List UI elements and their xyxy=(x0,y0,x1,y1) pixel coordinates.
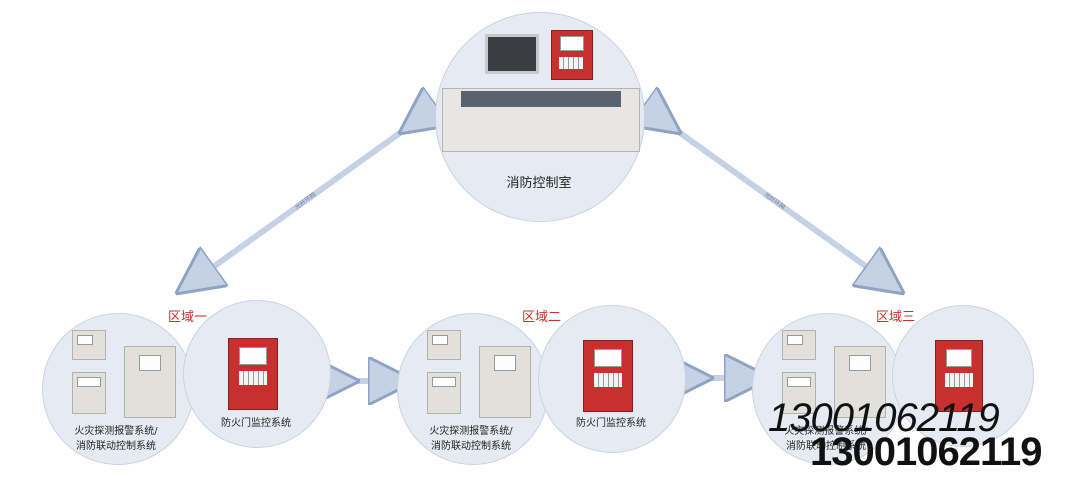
cabinet-image xyxy=(834,346,886,418)
door-monitor-panel-image xyxy=(583,340,633,412)
watermark-phone-bold: 13001062119 xyxy=(810,430,1042,474)
region-3-alarm-label: 火灾探测报警系统/消防联动控制系统 xyxy=(784,426,868,452)
alarm-panel-image xyxy=(72,330,106,360)
watermark-phone: 13001062119 xyxy=(768,396,1000,440)
control-room-label: 消防控制室 xyxy=(506,176,572,191)
door-monitor-panel-image xyxy=(228,338,278,410)
region-3-title: 区域三 xyxy=(876,310,916,325)
alarm-panel-image xyxy=(427,330,461,360)
region-1-door-label: 防火门监控系统 xyxy=(221,418,291,429)
linkage-panel-image xyxy=(72,372,106,414)
region-1-alarm-label: 火灾探测报警系统/消防联动控制系统 xyxy=(74,426,158,452)
region-1-title: 区域一 xyxy=(168,310,208,325)
linkage-panel-image xyxy=(782,372,816,414)
door-monitor-panel-image xyxy=(935,340,983,412)
control-panel-image xyxy=(551,30,593,80)
arrow-center-region1 xyxy=(195,120,418,280)
cabinet-image xyxy=(124,346,176,418)
linkage-panel-image xyxy=(427,372,461,414)
arrow-center-region3 xyxy=(662,120,885,280)
cabinet-image xyxy=(479,346,531,418)
monitor-image xyxy=(485,34,539,74)
region-2-alarm-label: 火灾探测报警系统/消防联动控制系统 xyxy=(429,426,513,452)
console-desk-image xyxy=(442,88,640,152)
alarm-panel-image xyxy=(782,330,816,360)
region-2-title: 区域二 xyxy=(522,310,562,325)
region-2-door-label: 防火门监控系统 xyxy=(576,418,646,429)
